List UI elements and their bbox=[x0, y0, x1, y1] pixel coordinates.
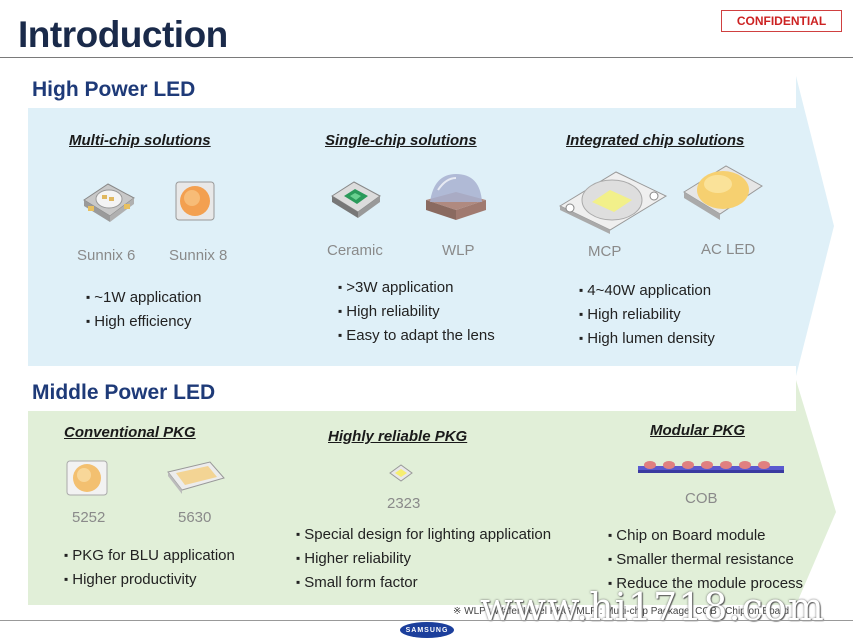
bullet-list-modular-pkg: Chip on Board module Smaller thermal res… bbox=[608, 524, 803, 596]
led-5252-image bbox=[66, 460, 108, 496]
section-title-middle-power: Middle Power LED bbox=[32, 381, 216, 404]
group-title-modular-pkg: Modular PKG bbox=[650, 422, 746, 439]
product-label-wlp: WLP bbox=[442, 242, 475, 259]
group-title-multi-chip: Multi-chip solutions bbox=[69, 132, 211, 149]
bullet-item: PKG for BLU application bbox=[64, 544, 235, 568]
samsung-logo: SAMSUNG bbox=[400, 622, 454, 638]
bullet-item: Chip on Board module bbox=[608, 524, 803, 548]
footer-divider bbox=[0, 620, 853, 621]
watermark-text: www.hi1718.com bbox=[480, 585, 825, 629]
bullet-list-single-chip: >3W application High reliability Easy to… bbox=[338, 276, 495, 348]
product-label-ceramic: Ceramic bbox=[327, 242, 383, 259]
wlp-led-image bbox=[426, 174, 486, 220]
page-title: Introduction bbox=[18, 14, 228, 55]
bullet-list-integrated-chip: 4~40W application High reliability High … bbox=[579, 279, 715, 351]
bullet-item: High reliability bbox=[338, 300, 495, 324]
bullet-item: Higher productivity bbox=[64, 568, 235, 592]
bullet-list-highly-reliable-pkg: Special design for lighting application … bbox=[296, 523, 551, 595]
group-title-single-chip: Single-chip solutions bbox=[325, 132, 477, 149]
product-label-cob: COB bbox=[685, 490, 718, 507]
bullet-item: Smaller thermal resistance bbox=[608, 548, 803, 572]
ac-led-image bbox=[683, 165, 763, 220]
bullet-item: Small form factor bbox=[296, 571, 551, 595]
title-divider bbox=[0, 57, 853, 58]
product-label-2323: 2323 bbox=[387, 495, 421, 512]
product-label-sunnix6: Sunnix 6 bbox=[77, 247, 136, 264]
sunnix6-led-image bbox=[83, 183, 135, 222]
section-title-high-power: High Power LED bbox=[32, 78, 196, 101]
product-label-ac-led: AC LED bbox=[701, 241, 756, 258]
led-2323-image bbox=[389, 464, 413, 482]
bullet-item: Easy to adapt the lens bbox=[338, 324, 494, 348]
sunnix8-led-image bbox=[175, 181, 215, 221]
bullet-item: High efficiency bbox=[86, 310, 201, 334]
ceramic-led-image bbox=[331, 181, 381, 218]
footnote: ※ WLP : Wafer Level PKG, MLP : Multi-chi… bbox=[453, 606, 790, 617]
cob-module-image bbox=[638, 461, 784, 473]
bullet-item: >3W application bbox=[338, 276, 495, 300]
bullet-item: High lumen density bbox=[579, 327, 715, 351]
product-label-sunnix8: Sunnix 8 bbox=[169, 247, 228, 264]
bullet-item: High reliability bbox=[579, 303, 715, 327]
product-label-5630: 5630 bbox=[178, 509, 212, 526]
group-title-conventional-pkg: Conventional PKG bbox=[64, 424, 196, 441]
group-title-highly-reliable-pkg: Highly reliable PKG bbox=[328, 428, 468, 445]
bullet-list-multi-chip: ~1W application High efficiency bbox=[86, 286, 201, 334]
bullet-item: Reduce the module process bbox=[608, 572, 803, 596]
led-5630-image bbox=[167, 461, 225, 494]
bullet-item: ~1W application bbox=[86, 286, 201, 310]
bullet-item: Special design for lighting application bbox=[296, 523, 551, 547]
bullet-item: Higher reliability bbox=[296, 547, 551, 571]
confidential-badge: CONFIDENTIAL bbox=[721, 10, 842, 32]
product-label-5252: 5252 bbox=[72, 509, 106, 526]
mcp-led-image bbox=[558, 171, 668, 234]
group-title-integrated-chip: Integrated chip solutions bbox=[566, 132, 745, 149]
bullet-item: 4~40W application bbox=[579, 279, 715, 303]
bullet-list-conventional-pkg: PKG for BLU application Higher productiv… bbox=[64, 544, 235, 592]
product-label-mcp: MCP bbox=[588, 243, 622, 260]
